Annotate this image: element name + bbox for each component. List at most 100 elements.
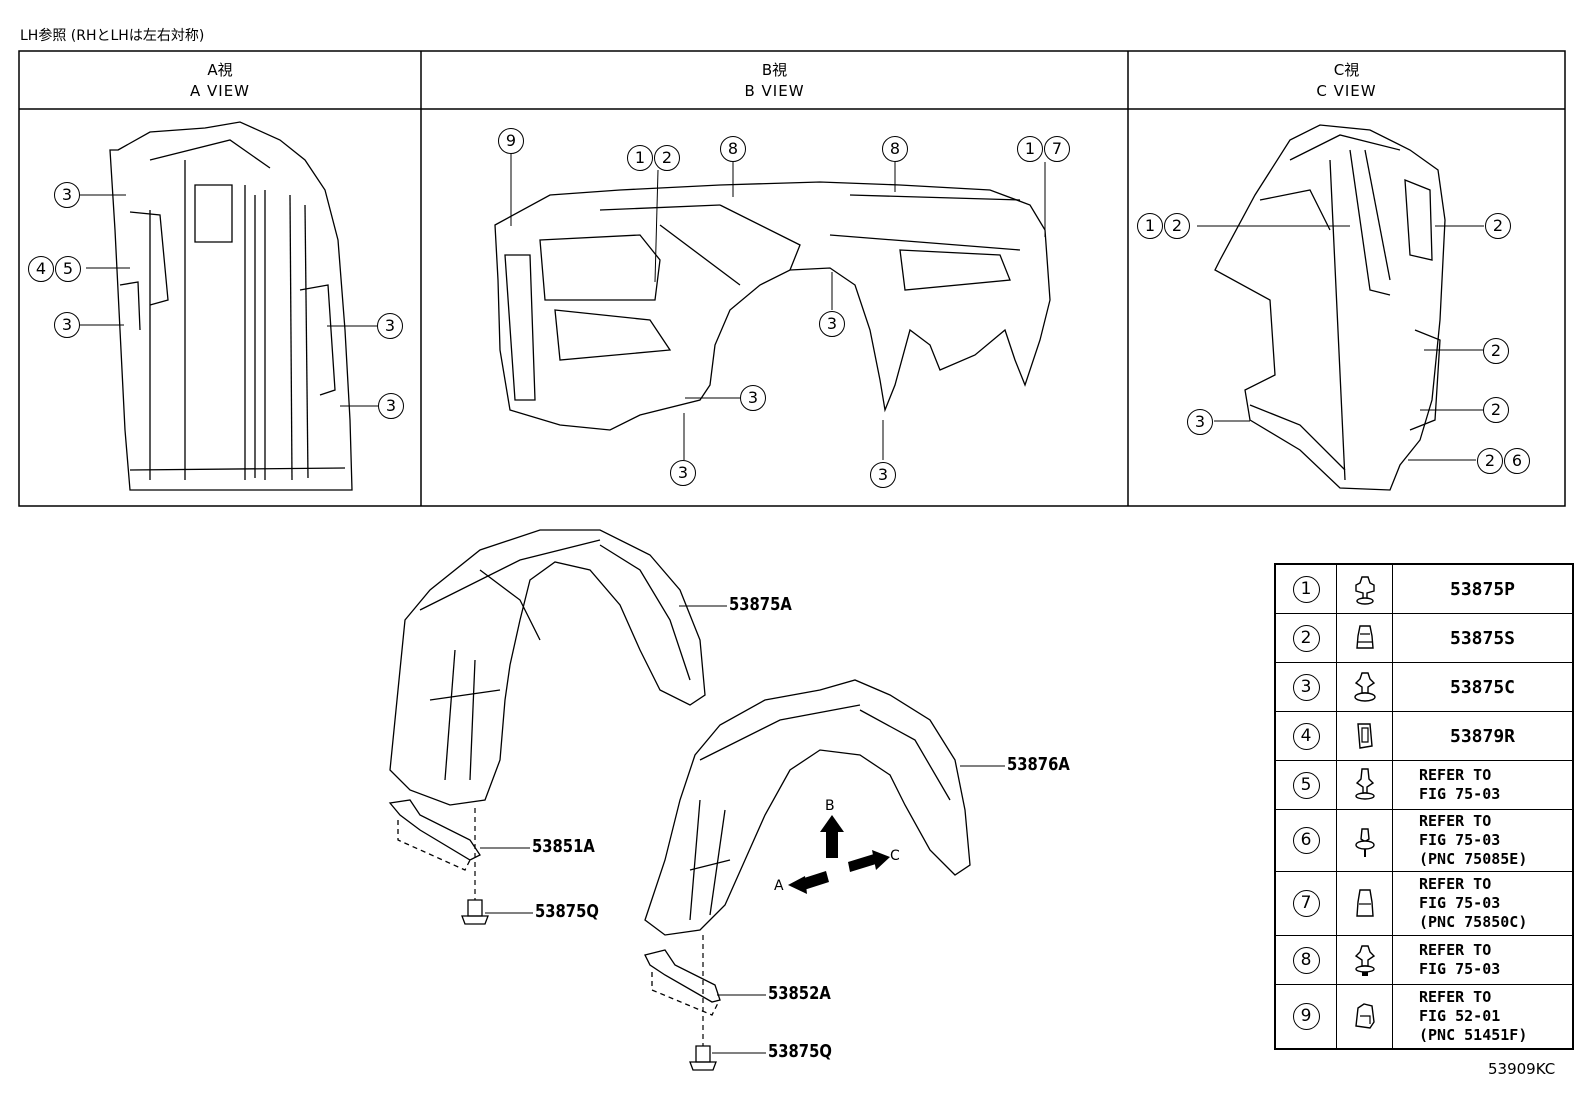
c-callout-circle: 2 (1483, 338, 1509, 364)
legend-text-line: REFER TO (1419, 875, 1492, 893)
legend-row: 4 53879R (1274, 711, 1574, 761)
legend-number: 8 (1274, 935, 1337, 985)
clip-icon-svg (1354, 827, 1375, 857)
clip-icon-svg (1354, 576, 1375, 605)
b-callout-circle: 3 (670, 460, 696, 486)
legend-number-circle: 2 (1292, 624, 1320, 652)
c-callout-2-top: 2 (1485, 213, 1511, 239)
legend-number-circle: 8 (1292, 946, 1320, 974)
c-callout-circle: 3 (1187, 409, 1213, 435)
view-a-en: A VIEW (189, 82, 251, 100)
a-callout-4-5: 4 5 (28, 256, 81, 282)
legend-part-text: 53879R (1392, 711, 1574, 761)
b-callout-circle: 3 (870, 462, 896, 488)
b-callout-1-2: 1 2 (627, 145, 680, 171)
legend-text-line: (PNC 51451F) (1419, 1025, 1528, 1044)
clip-icon-svg (1354, 768, 1375, 800)
c-callout-2-mid: 2 (1483, 338, 1509, 364)
a-callout-circle: 3 (378, 393, 404, 419)
b-callout-3-center: 3 (819, 311, 845, 337)
a-callout-3-top: 3 (54, 182, 80, 208)
view-b-jp: B視 (761, 61, 788, 79)
legend-text-line: (PNC 75085E) (1419, 850, 1528, 868)
legend-text-line: FIG 75-03 (1419, 894, 1501, 912)
legend-text-line: 53875P (1449, 578, 1516, 600)
a-callout-circle: 3 (54, 312, 80, 338)
c-callout-circle: 1 (1137, 213, 1163, 239)
legend-row: 2 53875S (1274, 613, 1574, 663)
c-callout-circle: 2 (1483, 397, 1509, 423)
legend-number-circle: 7 (1292, 890, 1320, 917)
clip-icon-svg (1354, 945, 1375, 976)
legend-number: 2 (1274, 613, 1337, 663)
arrow-label-b: B (825, 798, 835, 814)
clip-icon (1336, 711, 1393, 761)
part-label-53851a: 53851A (532, 836, 595, 857)
a-callout-3-right: 3 (377, 313, 403, 339)
legend-number-circle: 6 (1292, 827, 1320, 854)
b-callout-3-bottom-left: 3 (670, 460, 696, 486)
clip-icon (1336, 809, 1393, 872)
c-callout-2-6: 2 6 (1477, 448, 1530, 474)
b-callout-3-bracket: 3 (740, 385, 766, 411)
legend-text-line: REFER TO (1419, 941, 1492, 959)
legend-text-line: 53879R (1449, 725, 1516, 747)
legend-number: 4 (1274, 711, 1337, 761)
a-callout-circle: 3 (377, 313, 403, 339)
view-header-b: B視 B VIEW (421, 60, 1128, 102)
legend-number-circle: 4 (1292, 722, 1320, 750)
legend-text-line: (PNC 75850C) (1419, 913, 1528, 931)
legend-part-text: 53875C (1392, 662, 1574, 712)
c-callout-1-2: 1 2 (1137, 213, 1190, 239)
legend-text-line: FIG 75-03 (1419, 960, 1501, 978)
a-callout-circle: 5 (55, 256, 81, 282)
c-callout-circle: 6 (1504, 448, 1530, 474)
b-callout-circle: 1 (1017, 136, 1043, 162)
a-callout-3-lower: 3 (378, 393, 404, 419)
legend-text-line: 53875C (1449, 676, 1516, 698)
clip-icon (1336, 935, 1393, 985)
part-label-53875a: 53875A (729, 594, 792, 615)
b-callout-circle: 3 (740, 385, 766, 411)
view-c-jp: C視 (1333, 61, 1360, 79)
b-callout-3-bottom-right: 3 (870, 462, 896, 488)
clip-icon (1336, 662, 1393, 712)
part-label-53876a: 53876A (1007, 754, 1070, 775)
clip-icon (1336, 760, 1393, 810)
b-callout-circle: 8 (882, 136, 908, 162)
b-callout-circle: 7 (1044, 136, 1070, 162)
legend-text-line: REFER TO (1419, 766, 1492, 784)
b-callout-circle: 1 (627, 145, 653, 171)
legend-number-circle: 5 (1292, 771, 1320, 799)
c-callout-circle: 2 (1477, 448, 1503, 474)
figure-code: 53909KC (1488, 1060, 1556, 1078)
legend-number-circle: 1 (1292, 575, 1320, 603)
legend-text-line: FIG 75-03 (1419, 831, 1501, 849)
legend-row: 1 53875P (1274, 563, 1574, 614)
legend-part-text: 53875S (1392, 613, 1574, 663)
view-a-jp: A視 (207, 61, 233, 79)
legend-number: 9 (1274, 984, 1337, 1049)
clip-icon (1336, 984, 1393, 1049)
legend-text-line: REFER TO (1419, 987, 1492, 1006)
c-callout-circle: 2 (1164, 213, 1190, 239)
view-b-en: B VIEW (744, 82, 805, 100)
b-callout-circle: 3 (819, 311, 845, 337)
a-callout-3-left: 3 (54, 312, 80, 338)
legend-text-line: 53875S (1449, 627, 1516, 649)
